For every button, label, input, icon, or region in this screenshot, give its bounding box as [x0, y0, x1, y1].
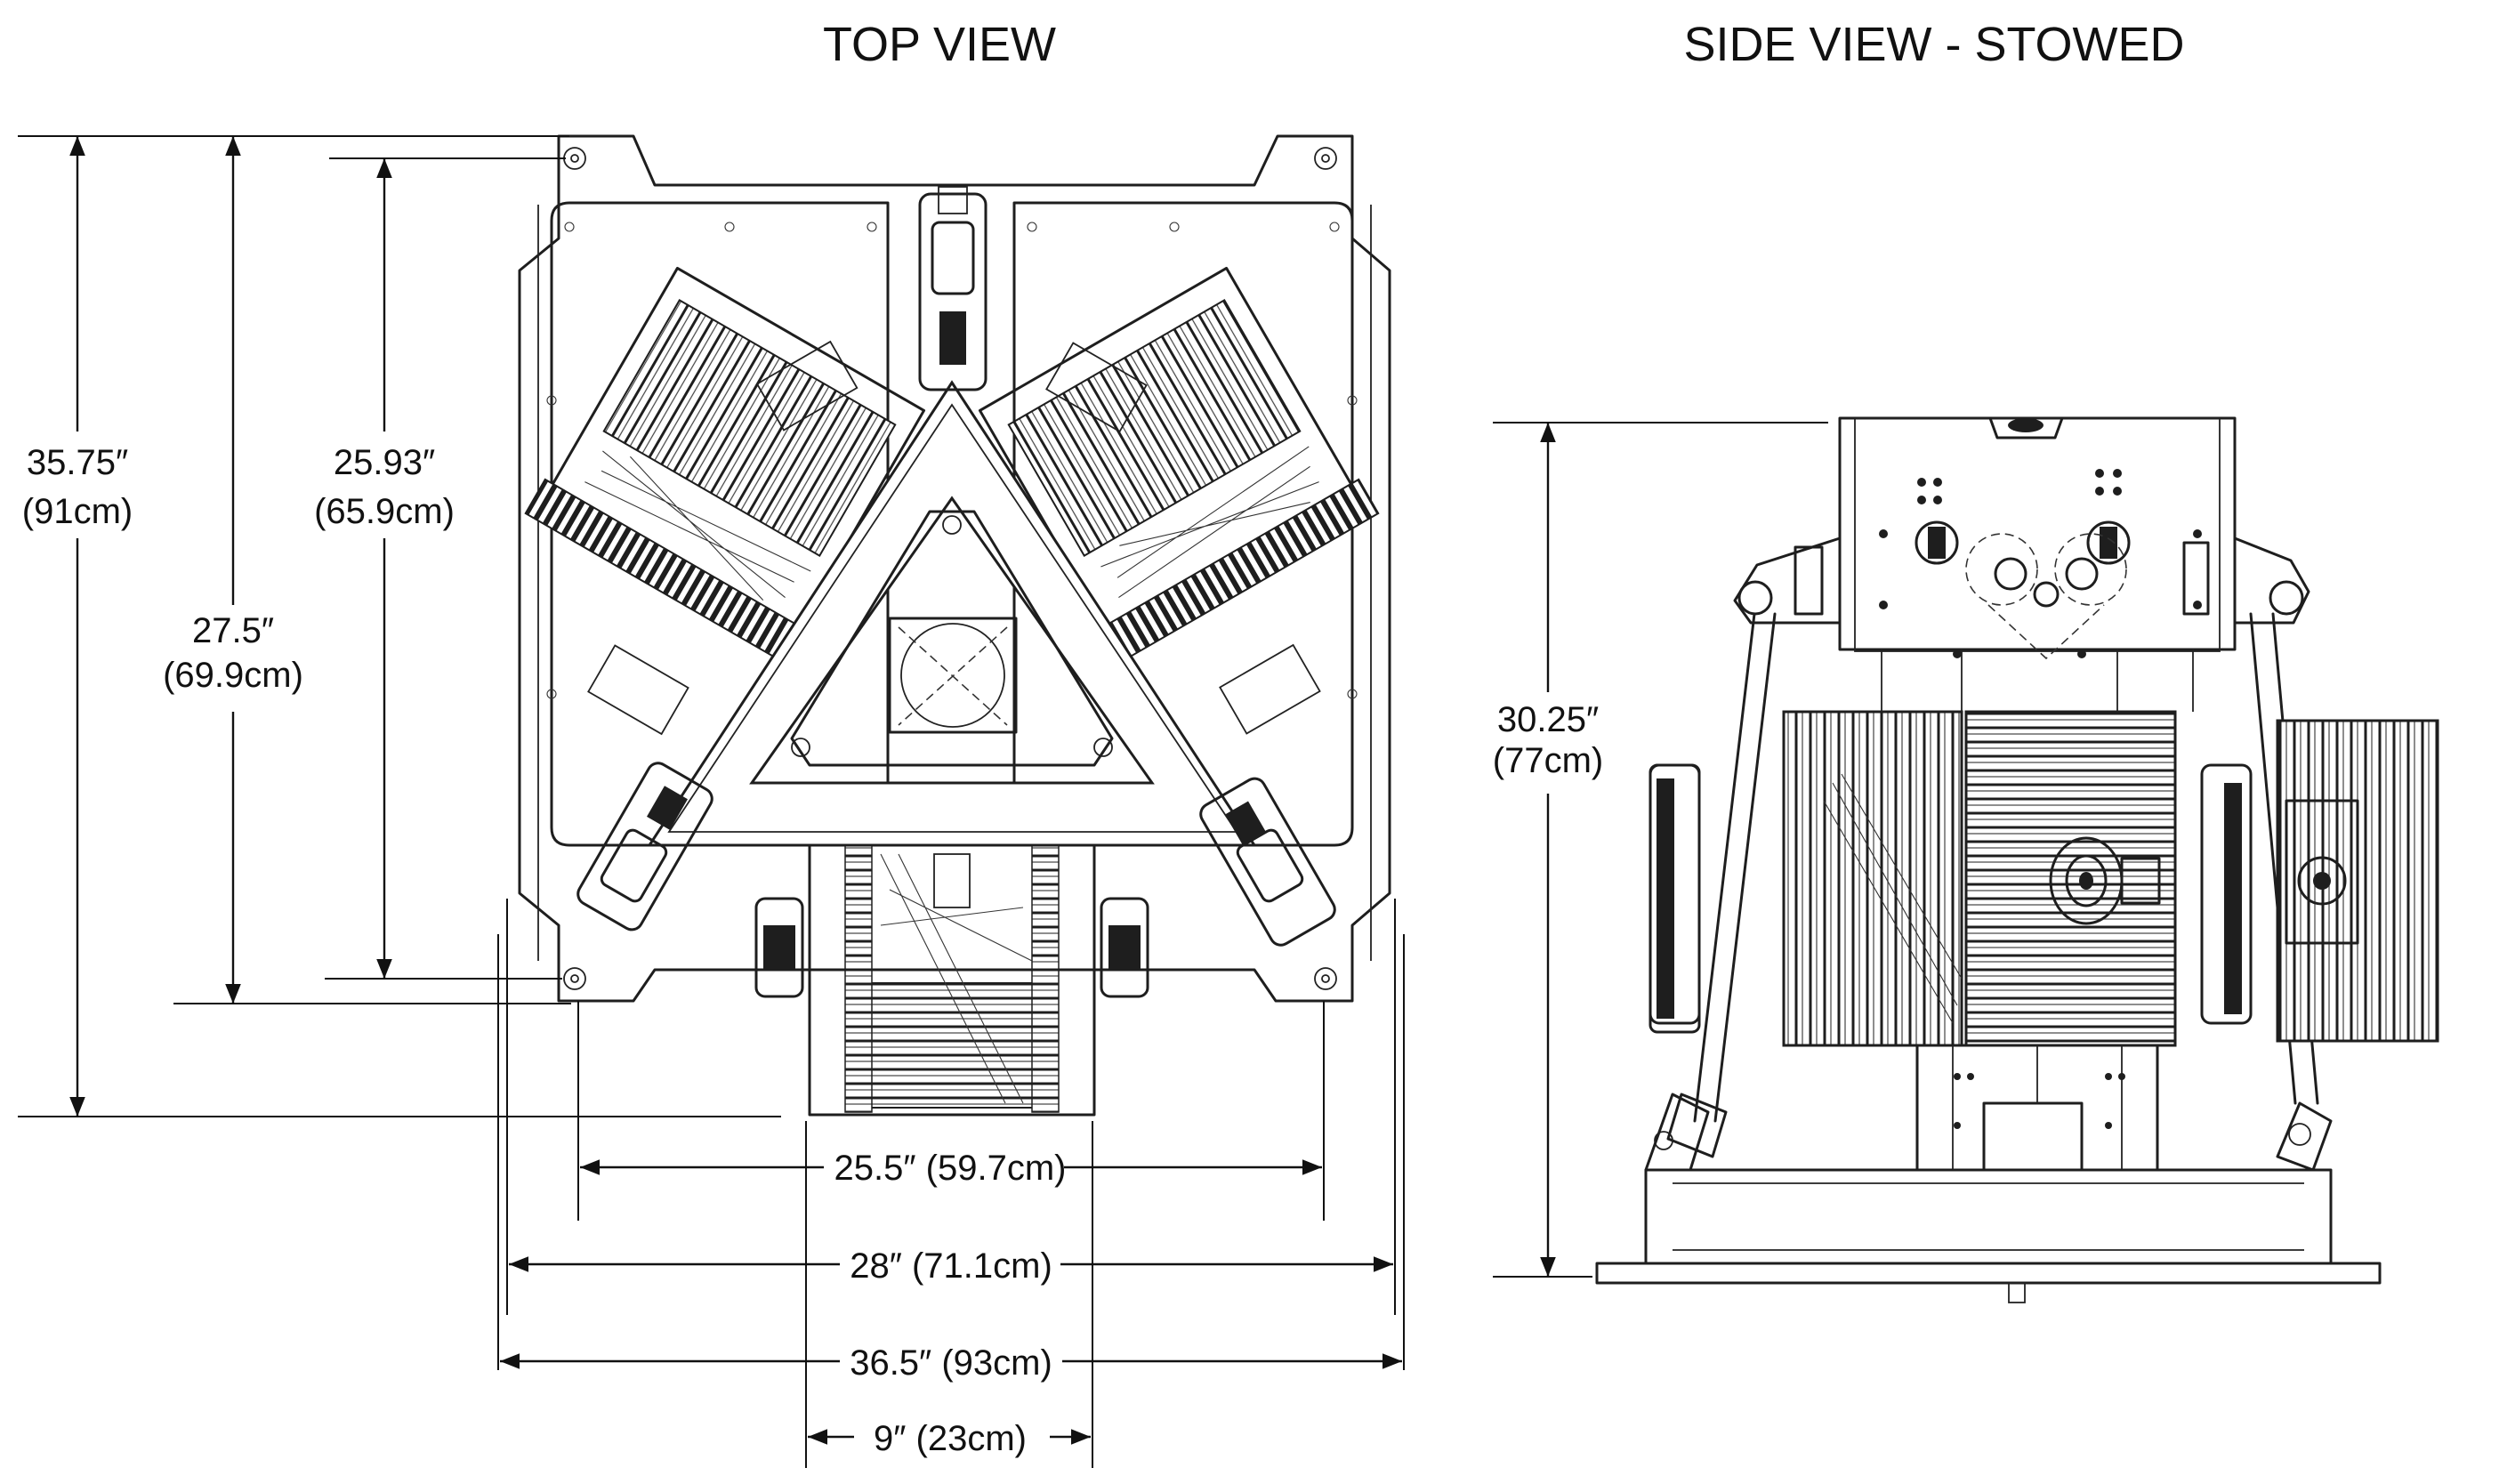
side-cylinder-left	[1649, 763, 1701, 1034]
dim-mount-hole-width: 25.5″ (59.7cm)	[834, 1149, 1067, 1188]
pulleys	[754, 897, 1149, 998]
dim-stowed-height-cm: (77cm)	[1493, 741, 1603, 780]
top-view-drawing	[518, 134, 1391, 1117]
side-fin-stack-center	[1964, 710, 2177, 1047]
side-lower-column	[1915, 1044, 2159, 1172]
side-view-title: SIDE VIEW - STOWED	[1683, 18, 2184, 71]
side-head-box	[1838, 416, 2237, 651]
side-center-pulley	[2049, 836, 2161, 925]
dim-overall-depth-cm: (91cm)	[22, 492, 133, 531]
fin-module-upper-left	[524, 266, 926, 666]
dim-plate-depth-inches: 25.93″	[334, 443, 435, 482]
center-hub	[790, 510, 1114, 767]
fan-motors	[587, 340, 1321, 736]
base-frame-outline	[518, 134, 1391, 1003]
lower-left-actuator	[576, 762, 713, 932]
side-fin-stack-left	[1782, 710, 1963, 1047]
dim-overall-depth-inches: 35.75″	[27, 443, 128, 482]
dim-mount-hole-depth-inches: 27.5″	[192, 611, 274, 650]
dim-frame-width: 28″ (71.1cm)	[850, 1246, 1052, 1286]
top-actuator	[918, 186, 988, 391]
mounting-plate-left	[550, 201, 890, 847]
lower-right-actuator	[1199, 777, 1336, 947]
dim-mount-hole-depth-cm: (69.9cm)	[163, 656, 303, 695]
fin-module-bottom	[808, 839, 1096, 1117]
mounting-plate-right	[1012, 201, 1354, 847]
dim-plate-depth-cm: (65.9cm)	[314, 492, 455, 531]
dim-stowed-height-inches: 30.25″	[1497, 700, 1599, 739]
side-base-plate	[1595, 1262, 2382, 1285]
top-view-title: TOP VIEW	[823, 18, 1056, 71]
side-head-ports	[1915, 520, 2131, 660]
fin-module-upper-right	[978, 266, 1380, 666]
top-view-dimensions: 35.75″ (91cm) 27.5″ (69.9cm) 25.93″ (65.…	[9, 135, 1405, 1468]
side-view-dimensions: 30.25″ (77cm)	[1477, 422, 1828, 1278]
dim-overall-width: 36.5″ (93cm)	[850, 1343, 1052, 1383]
side-view-drawing	[1595, 416, 2439, 1303]
dim-hub-width: 9″ (23cm)	[874, 1419, 1027, 1458]
